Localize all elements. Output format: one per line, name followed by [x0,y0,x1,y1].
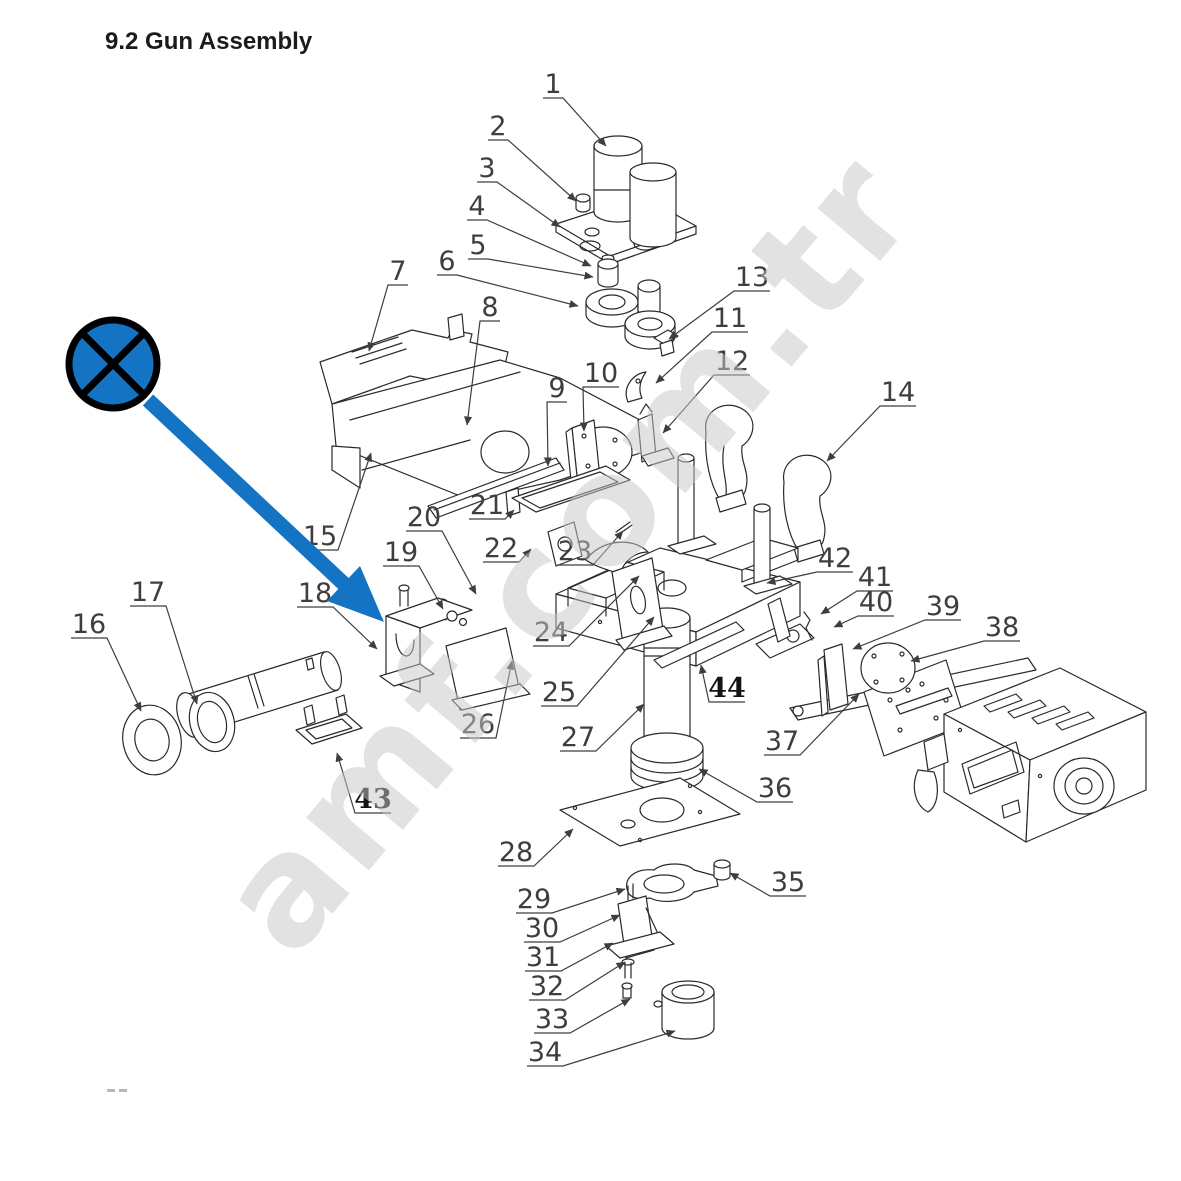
part-number-26: 26 [461,709,495,740]
solenoid-top-assembly [555,135,697,265]
pivot-bracket-and-screws [605,883,675,999]
part-number-4: 4 [468,191,485,222]
part-number-39: 39 [926,591,960,622]
receiver-block [895,667,1147,843]
leader-lines [71,97,1020,1067]
part-number-11: 11 [713,303,747,334]
base-plate [559,777,741,847]
part-number-27: 27 [561,722,595,753]
part-number-35: 35 [771,867,805,898]
part-number-29: 29 [517,884,551,915]
grip-handles [704,404,832,563]
part-number-5: 5 [469,230,486,261]
part-number-1: 1 [544,69,561,100]
barrel-tube-and-ring [122,651,343,776]
part-number-24: 24 [534,617,568,648]
part-number-9: 9 [548,373,565,404]
part-number-19: 19 [384,537,418,568]
part-number-37: 37 [765,726,799,757]
part-number-23: 23 [558,536,592,567]
part-number-42: 42 [818,543,852,574]
part-number-25: 25 [542,677,576,708]
part-number-8: 8 [481,292,498,323]
part-number-30: 30 [525,913,559,944]
part-number-18: 18 [298,578,332,609]
part-number-12: 12 [715,346,749,377]
annotation-arrow-head [327,566,384,622]
part-number-40: 40 [859,587,893,618]
part-number-7: 7 [389,256,406,287]
part-number-14: 14 [881,377,915,408]
part-number-31: 31 [526,942,560,973]
pin-44-part [653,621,745,669]
part-number-21: 21 [470,490,504,521]
page-artifact-dash-2 [119,1089,127,1092]
part-number-34: 34 [528,1037,562,1068]
clamp-43-part [295,694,363,745]
part-number-28: 28 [499,837,533,868]
part-number-20: 20 [407,502,441,533]
page-artifact-dash-1 [107,1089,115,1092]
part-number-32: 32 [530,971,564,1002]
mount-brackets-18-19 [379,584,531,711]
part-number-41: 41 [858,562,892,593]
part-number-16: 16 [72,609,106,640]
spacer-and-bearings [585,254,676,350]
page-title: 9.2 Gun Assembly [105,28,313,55]
part-number-6: 6 [438,246,455,277]
swivel-plate-and-bushing [626,859,731,902]
part-number-17: 17 [131,577,165,608]
part-number-22: 22 [484,533,518,564]
part-number-43: 43 [354,784,392,815]
part-number-33: 33 [535,1004,569,1035]
part-number-2: 2 [489,111,506,142]
guide-rail-and-brackets [505,419,633,567]
annotation-arrow-shaft [142,394,350,590]
cup-cylinder [653,980,715,1040]
annotation-x-stroke-2 [79,330,147,398]
part-number-10: 10 [584,358,618,389]
part-number-labels: 1 2 3 4 5 6 7 8 9 10 11 12 13 14 15 16 1… [72,69,1019,1068]
part-number-13: 13 [735,262,769,293]
part-number-36: 36 [758,773,792,804]
part-number-3: 3 [478,153,495,184]
annotation-overlay [65,316,384,622]
part-number-38: 38 [985,612,1019,643]
part-number-44: 44 [708,673,746,704]
